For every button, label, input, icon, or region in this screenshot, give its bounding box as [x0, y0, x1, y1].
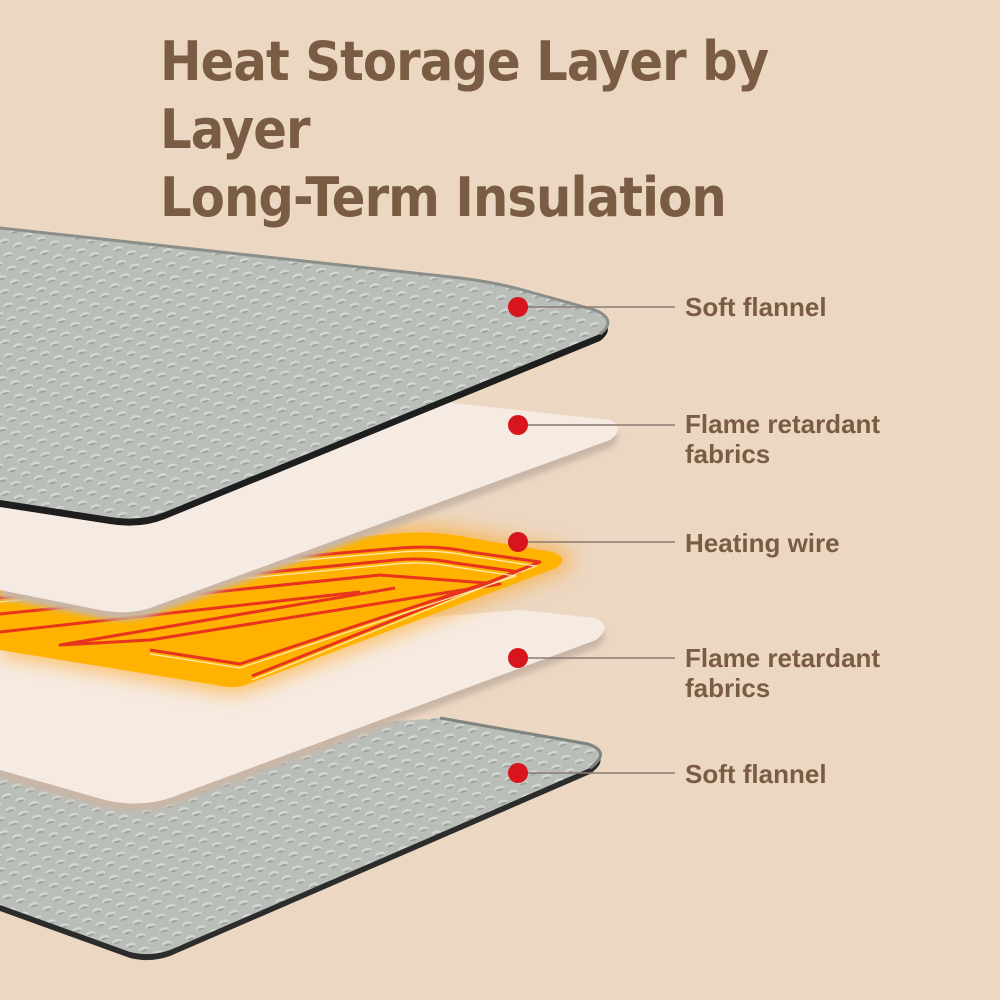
label-line: fabrics [685, 673, 771, 703]
marker-dot [508, 648, 528, 668]
marker-dot [508, 532, 528, 552]
label-line: Heating wire [685, 528, 840, 558]
marker-dot [508, 763, 528, 783]
page-title: Heat Storage Layer by Layer Long-Term In… [160, 28, 933, 232]
label-line: Soft flannel [685, 292, 827, 322]
label-line: Soft flannel [685, 759, 827, 789]
layer-label-soft-flannel-top: Soft flannel [685, 292, 827, 322]
layer-label-soft-flannel-bottom: Soft flannel [685, 759, 827, 789]
layer-label-heating-wire: Heating wire [685, 528, 840, 558]
marker-dot [508, 415, 528, 435]
top-flannel-layer [0, 226, 610, 526]
label-line: Flame retardant [685, 643, 881, 673]
title-line-2: Long-Term Insulation [160, 166, 727, 229]
label-line: Flame retardant [685, 409, 881, 439]
layer-label-flame-retardant-upper: Flame retardant fabrics [685, 409, 880, 469]
upper-fabric-layer [0, 400, 618, 621]
title-line-1: Heat Storage Layer by Layer [160, 30, 769, 161]
label-line: fabrics [685, 439, 771, 469]
layer-label-flame-retardant-lower: Flame retardant fabrics [685, 643, 880, 703]
marker-dot [508, 297, 528, 317]
